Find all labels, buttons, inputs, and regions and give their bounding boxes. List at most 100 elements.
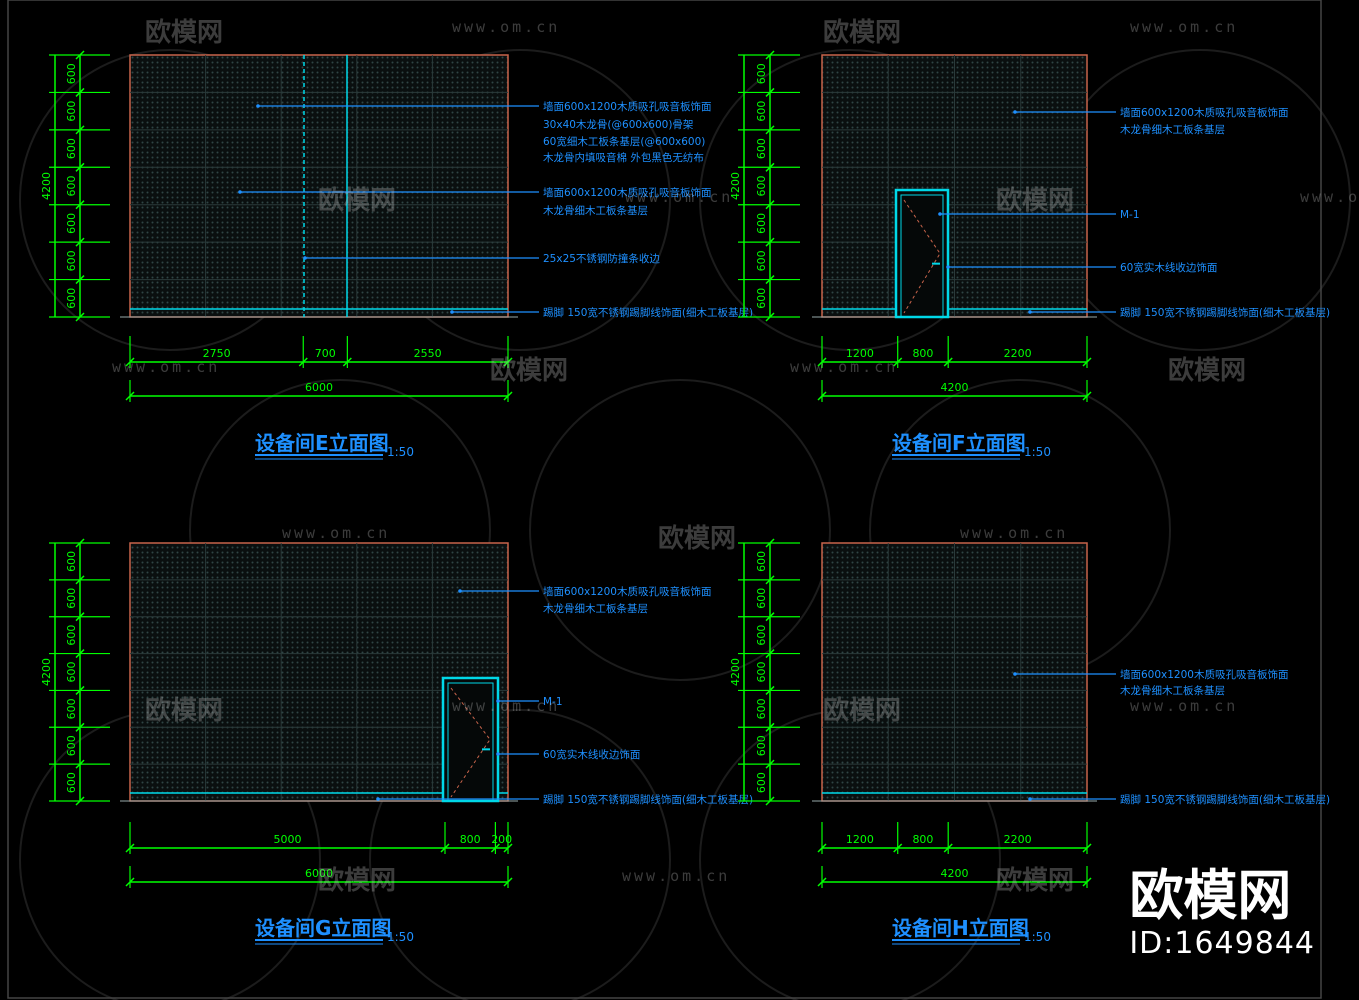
- watermark-logo: 欧模网: [823, 696, 902, 726]
- watermark-site: www.om.cn: [1130, 18, 1239, 36]
- annotation-note: 木龙骨细木工板条基层: [543, 204, 648, 217]
- row-height-label: 600: [755, 698, 768, 719]
- watermark-logo: 欧模网: [658, 524, 737, 554]
- watermark-logo: 欧模网: [996, 866, 1075, 896]
- total-width-slash: [125, 877, 135, 887]
- watermark-site: www.om.cn: [622, 867, 731, 885]
- watermark-logo: 欧模网: [823, 18, 902, 48]
- annotation-note: M-1: [1120, 209, 1140, 221]
- row-height-label: 600: [755, 101, 768, 122]
- height-dim-slash: [765, 538, 775, 548]
- row-height-label: 600: [65, 138, 78, 159]
- scale-label: 1:50: [1024, 930, 1051, 944]
- watermark-site: www.om.cn: [790, 358, 899, 376]
- total-width-slash: [503, 877, 513, 887]
- door-frame: [441, 676, 500, 803]
- width-dim-slash: [943, 843, 953, 853]
- leader-dot: [1028, 797, 1032, 801]
- height-dim-slash: [75, 575, 85, 585]
- watermark-site: www.om.cn: [625, 188, 734, 206]
- elevation-title: 设备间E立面图: [255, 431, 389, 455]
- total-width-label: 6000: [305, 867, 333, 880]
- height-dim-slash: [75, 162, 85, 172]
- row-height-label: 600: [65, 213, 78, 234]
- width-dim-slash: [893, 843, 903, 853]
- height-dim-slash: [765, 237, 775, 247]
- height-dim-slash: [765, 649, 775, 659]
- watermark-logo: 欧模网: [145, 18, 224, 48]
- width-segment-label: 1200: [846, 833, 874, 846]
- watermark-site: www.om.cn: [282, 524, 391, 542]
- height-dim-slash: [765, 162, 775, 172]
- height-dim-slash: [765, 125, 775, 135]
- total-height-label: 4200: [40, 172, 53, 200]
- door-swing-line: [903, 199, 941, 314]
- total-width-slash: [1082, 391, 1092, 401]
- row-height-label: 600: [65, 772, 78, 793]
- height-dim-slash: [75, 312, 85, 322]
- watermark-site: www.om.cn: [112, 358, 221, 376]
- leader-dot: [946, 265, 950, 269]
- scale-label: 1:50: [387, 930, 414, 944]
- total-width-slash: [1082, 877, 1092, 887]
- height-dim-slash: [765, 685, 775, 695]
- leader-dot: [496, 752, 500, 756]
- watermark-site: www.om.cn: [1300, 188, 1359, 206]
- annotation-note: M-1: [543, 696, 563, 708]
- watermark-site: www.om.cn: [452, 18, 561, 36]
- height-dim-slash: [75, 237, 85, 247]
- watermark-site: www.om.cn: [452, 697, 561, 715]
- width-dim-slash: [817, 843, 827, 853]
- height-dim-slash: [75, 50, 85, 60]
- total-width-slash: [125, 391, 135, 401]
- width-segment-label: 2750: [203, 347, 231, 360]
- width-dim-slash: [893, 357, 903, 367]
- watermark-logo: 欧模网: [1168, 356, 1247, 386]
- scale-label: 1:50: [387, 445, 414, 459]
- watermark-site: www.om.cn: [960, 524, 1069, 542]
- watermark-logo: 欧模网: [996, 186, 1075, 216]
- leader-dot: [496, 699, 500, 703]
- row-height-label: 600: [65, 588, 78, 609]
- leader-dot: [238, 190, 242, 194]
- watermark-logo: 欧模网: [145, 696, 224, 726]
- annotation-note: 60宽实木线收边饰面: [543, 748, 640, 761]
- row-height-label: 600: [65, 63, 78, 84]
- total-height-label: 4200: [729, 658, 742, 686]
- row-height-label: 600: [755, 250, 768, 271]
- height-dim-slash: [765, 796, 775, 806]
- watermark-logo: 欧模网: [490, 356, 569, 386]
- height-dim-slash: [75, 538, 85, 548]
- leader-dot: [1013, 110, 1017, 114]
- leader-dot: [938, 212, 942, 216]
- height-dim-slash: [75, 796, 85, 806]
- total-width-slash: [503, 391, 513, 401]
- total-height-label: 4200: [40, 658, 53, 686]
- annotation-note: 60宽实木线收边饰面: [1120, 261, 1217, 274]
- total-width-label: 4200: [941, 381, 969, 394]
- width-segment-label: 800: [912, 347, 933, 360]
- watermark-logo: 欧模网: [318, 866, 397, 896]
- width-segment-label: 800: [912, 833, 933, 846]
- row-height-label: 600: [755, 625, 768, 646]
- height-dim-slash: [75, 200, 85, 210]
- width-segment-label: 800: [460, 833, 481, 846]
- annotation-note: 踢脚 150宽不锈钢踢脚线饰面(细木工板基层): [1120, 306, 1330, 319]
- row-height-label: 600: [755, 772, 768, 793]
- height-dim-slash: [765, 575, 775, 585]
- annotation-note: 踢脚 150宽不锈钢踢脚线饰面(细木工板基层): [543, 793, 753, 806]
- row-height-label: 600: [755, 176, 768, 197]
- height-dim-slash: [75, 87, 85, 97]
- wall-surface: [129, 54, 509, 318]
- height-dim-slash: [75, 649, 85, 659]
- annotation-note: 墙面600x1200木质吸孔吸音板饰面: [543, 186, 711, 199]
- width-dim-slash: [342, 357, 352, 367]
- watermark-site: www.om.cn: [1130, 697, 1239, 715]
- row-height-label: 600: [65, 735, 78, 756]
- height-dim-slash: [765, 759, 775, 769]
- height-dim-slash: [75, 759, 85, 769]
- row-height-label: 600: [65, 662, 78, 683]
- height-dim-slash: [75, 722, 85, 732]
- annotation-note: 木龙骨细木工板条基层: [1120, 684, 1225, 697]
